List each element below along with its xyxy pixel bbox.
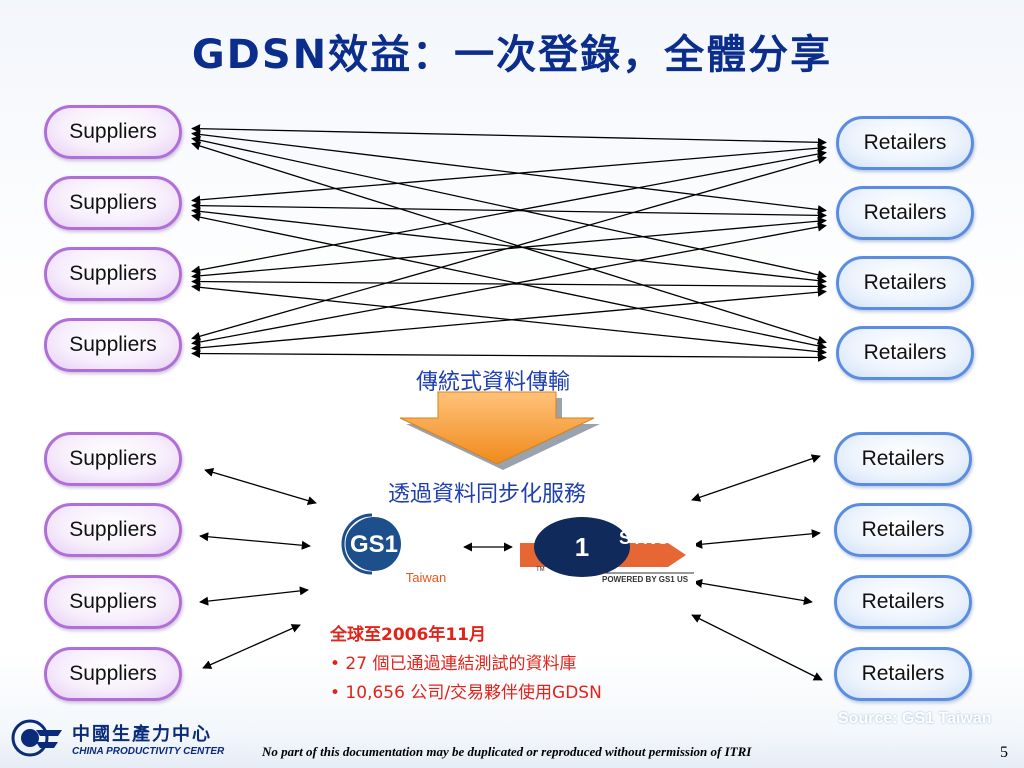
sync-caption: 透過資料同步化服務 — [388, 482, 587, 507]
retailer-label: Retailers — [861, 518, 945, 541]
retailer-label: Retailers — [861, 662, 945, 685]
footer-bar — [0, 738, 1024, 768]
connection-line — [191, 206, 827, 286]
retailer-node: Retailers — [836, 186, 974, 240]
connection-line — [693, 529, 821, 549]
cpc-name-en: CHINA PRODUCTIVITY CENTER — [72, 746, 225, 757]
supplier-node: Suppliers — [44, 176, 182, 230]
connection-line — [202, 624, 301, 669]
1sync-mark-icon: 1 SYNC TM POWERED BY GS1 US — [520, 517, 694, 584]
supplier-node: Suppliers — [44, 432, 182, 486]
connection-line — [191, 129, 827, 215]
copyright-note: No part of this documentation may be dup… — [262, 744, 752, 759]
retailer-node: Retailers — [836, 256, 974, 310]
retailer-node: Retailers — [834, 647, 972, 701]
gs1-logo: GS1 Taiwan — [318, 503, 460, 589]
connection-line — [204, 467, 317, 506]
sync-powered-text: POWERED BY GS1 US — [602, 575, 689, 584]
gs1-mark-icon: GS1 Taiwan — [341, 513, 446, 585]
supplier-label: Suppliers — [69, 590, 157, 613]
source-credit: Source: GS1 Taiwan — [838, 710, 992, 727]
retailer-node: Retailers — [836, 116, 974, 170]
supplier-label: Suppliers — [69, 120, 157, 143]
connection-line — [693, 578, 813, 606]
retailer-label: Retailers — [863, 131, 947, 154]
sync-tm-text: TM — [536, 567, 545, 573]
connection-line — [199, 532, 311, 550]
supplier-label: Suppliers — [69, 191, 157, 214]
retailer-label: Retailers — [863, 271, 947, 294]
1sync-logo: 1 SYNC TM POWERED BY GS1 US — [518, 513, 696, 589]
supplier-node: Suppliers — [44, 247, 182, 301]
stats-item: • 27 個已通過連結測試的資料庫 — [330, 654, 577, 674]
retailer-node: Retailers — [834, 575, 972, 629]
stats-block: 全球至2006年11月 • 27 個已通過連結測試的資料庫 • 10,656 公… — [330, 620, 602, 703]
connection-line — [191, 212, 827, 351]
retailer-node: Retailers — [836, 326, 974, 380]
hub-lines — [199, 454, 823, 681]
supplier-node: Suppliers — [44, 503, 182, 557]
cpc-name-cn: 中國生產力中心 — [72, 724, 212, 745]
supplier-node: Suppliers — [44, 575, 182, 629]
retailer-label: Retailers — [863, 341, 947, 364]
supplier-label: Suppliers — [69, 447, 157, 470]
connection-line — [191, 149, 827, 275]
retailer-node: Retailers — [834, 432, 972, 486]
sync-one-text: 1 — [575, 532, 589, 562]
connection-line — [191, 124, 827, 147]
supplier-label: Suppliers — [69, 518, 157, 541]
sync-word-text: SYNC — [619, 528, 669, 548]
cpc-logo-icon — [11, 719, 62, 757]
connection-line — [199, 586, 309, 606]
stats-item: • 10,656 公司/交易夥伴使用GDSN — [330, 683, 602, 703]
traditional-mesh-lines — [191, 124, 827, 362]
connection-line — [191, 155, 827, 341]
retailer-label: Retailers — [861, 590, 945, 613]
retailer-label: Retailers — [863, 201, 947, 224]
supplier-node: Suppliers — [44, 105, 182, 159]
down-arrow-icon — [399, 391, 595, 465]
connection-line — [191, 287, 827, 353]
supplier-label: Suppliers — [69, 662, 157, 685]
connection-line — [691, 614, 823, 681]
page-title: GDSN效益：一次登錄，全體分享 — [191, 32, 833, 78]
page-number: 5 — [1000, 744, 1008, 761]
traditional-caption: 傳統式資料傳輸 — [416, 370, 571, 395]
connection-line — [691, 454, 821, 502]
connection-line — [191, 349, 827, 362]
gs1-mark-text: GS1 — [350, 531, 398, 558]
retailer-node: Retailers — [834, 503, 972, 557]
retailer-label: Retailers — [861, 447, 945, 470]
supplier-label: Suppliers — [69, 333, 157, 356]
stats-heading: 全球至2006年11月 — [330, 625, 486, 645]
supplier-node: Suppliers — [44, 647, 182, 701]
supplier-node: Suppliers — [44, 318, 182, 372]
supplier-label: Suppliers — [69, 262, 157, 285]
gs1-sub-text: Taiwan — [406, 570, 446, 585]
